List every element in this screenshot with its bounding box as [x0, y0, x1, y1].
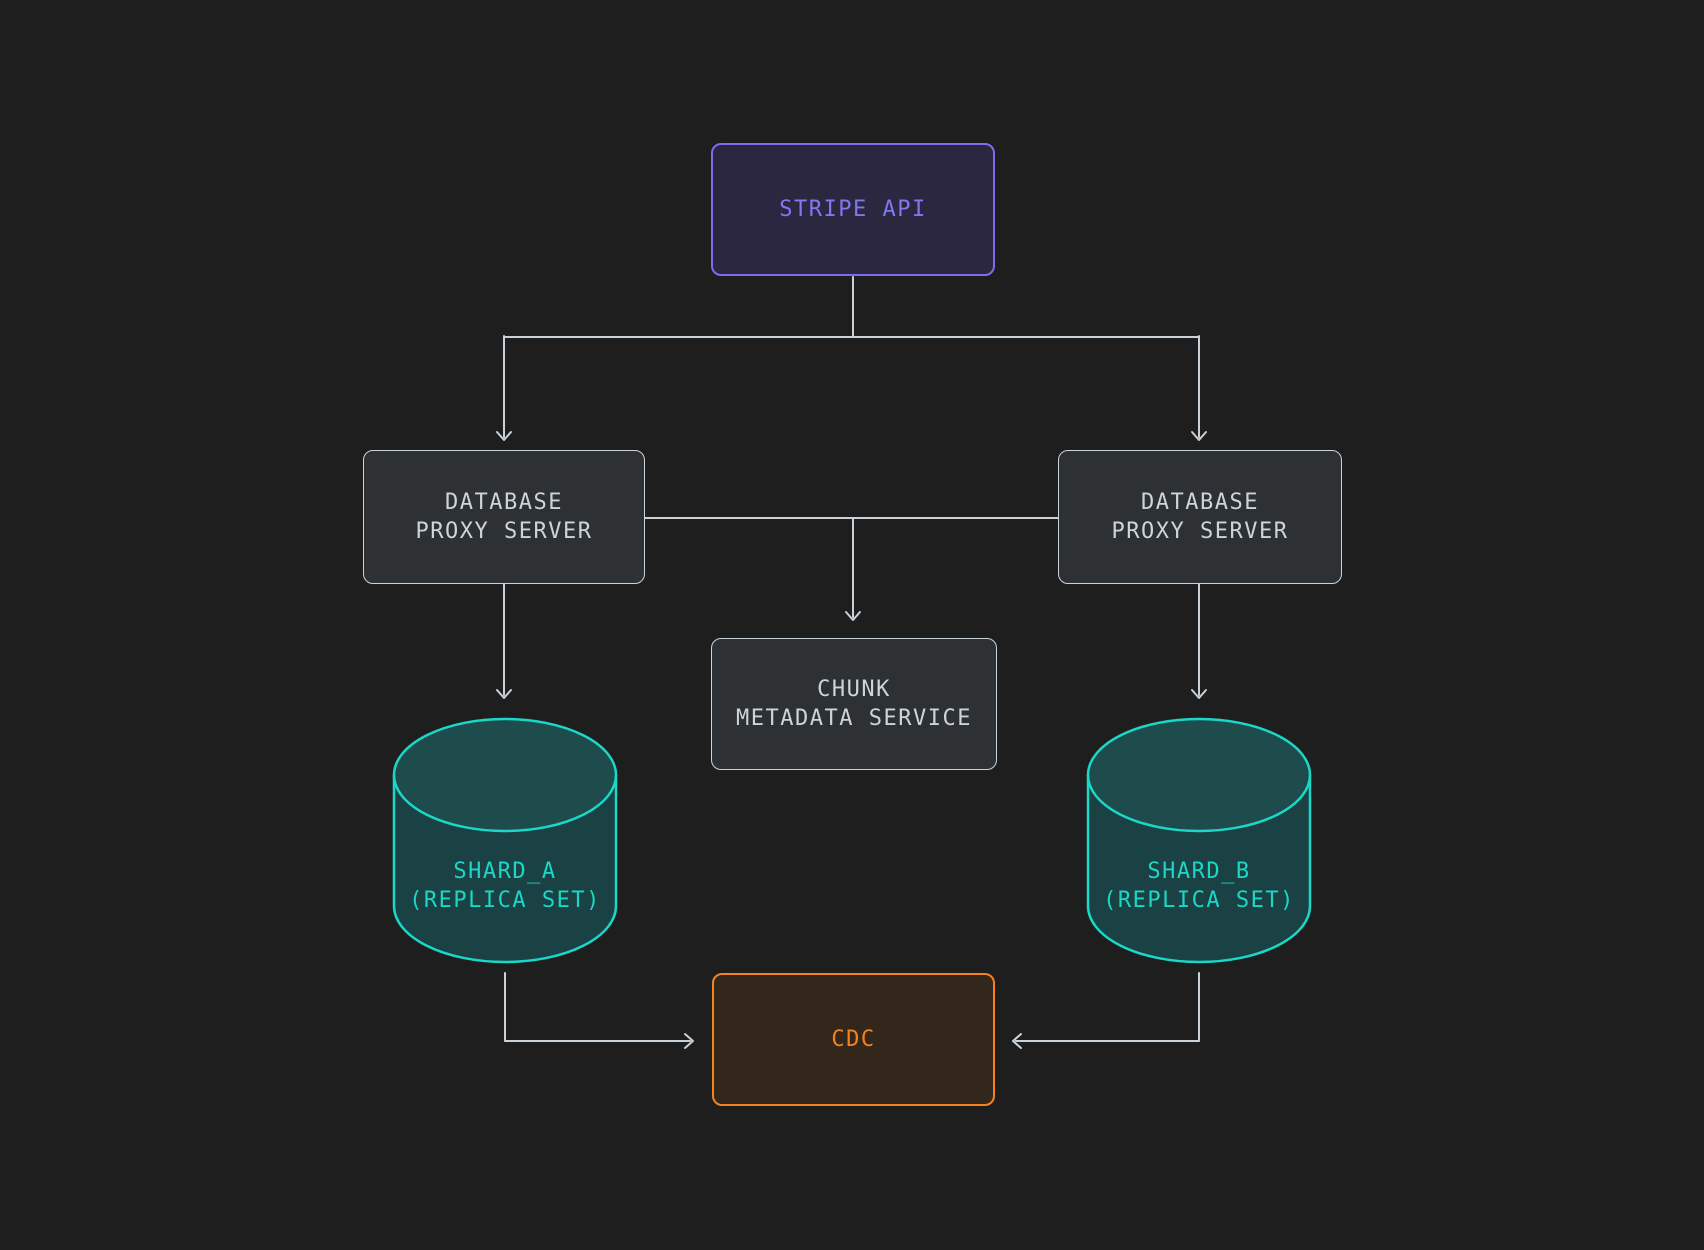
- arrowhead-left-icon: [1012, 1033, 1022, 1049]
- chunk-metadata-service-node: CHUNK METADATA SERVICE: [711, 638, 997, 770]
- database-proxy-server-right-node: DATABASE PROXY SERVER: [1058, 450, 1342, 584]
- shard-a-label: SHARD_A (REPLICA SET): [409, 859, 601, 913]
- stripe-api-node: STRIPE API: [711, 143, 995, 276]
- edge-proxy-right-to-shard-b: [1191, 583, 1207, 699]
- database-proxy-server-right-label: DATABASE PROXY SERVER: [1111, 490, 1289, 544]
- edge-proxies-to-chunk: [845, 517, 861, 621]
- arrowhead-down-icon: [496, 431, 512, 441]
- arrowhead-down-icon: [496, 689, 512, 699]
- arrowhead-down-icon: [1191, 689, 1207, 699]
- edge-proxy-left-to-shard-a: [496, 583, 512, 699]
- cdc-label: CDC: [831, 1027, 876, 1052]
- edge-shard-b-to-cdc: [1012, 972, 1200, 1049]
- edge-shard-a-to-cdc: [504, 972, 694, 1049]
- shard-b-cylinder: [1086, 717, 1312, 964]
- cdc-node: CDC: [712, 973, 995, 1106]
- database-proxy-server-left-node: DATABASE PROXY SERVER: [363, 450, 645, 584]
- edge-split-to-proxy-left: [496, 335, 512, 441]
- arrowhead-right-icon: [684, 1033, 694, 1049]
- database-proxy-server-left-label: DATABASE PROXY SERVER: [415, 490, 593, 544]
- shard-b-label: SHARD_B (REPLICA SET): [1103, 859, 1295, 913]
- edge-split-to-proxy-right: [1191, 335, 1207, 441]
- shard-a-cylinder: [392, 717, 618, 964]
- arrowhead-down-icon: [845, 611, 861, 621]
- chunk-metadata-service-label: CHUNK METADATA SERVICE: [736, 677, 972, 731]
- stripe-api-label: STRIPE API: [779, 197, 927, 222]
- arrowhead-down-icon: [1191, 431, 1207, 441]
